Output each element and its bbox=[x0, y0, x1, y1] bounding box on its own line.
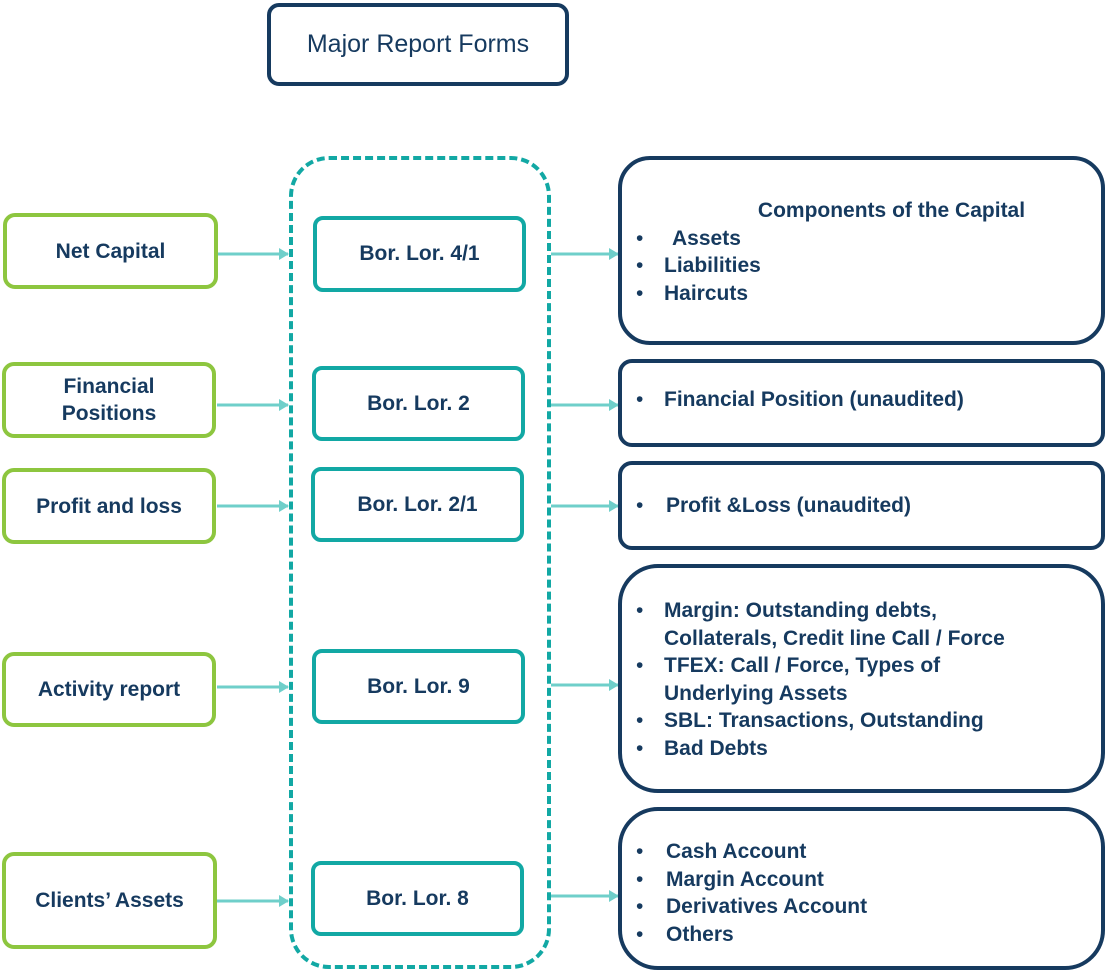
source-label: Profit and loss bbox=[36, 494, 182, 518]
detail-item: SBL: Transactions, Outstanding bbox=[622, 707, 1042, 735]
source-label: Clients’ Assets bbox=[35, 889, 184, 912]
detail-item: TFEX: Call / Force, Types of Underlying … bbox=[622, 652, 994, 707]
source-box-net-capital: Net Capital bbox=[3, 213, 218, 289]
report-forms-group-frame bbox=[289, 156, 551, 969]
detail-item: Cash Account bbox=[622, 838, 1101, 866]
source-box-clients-assets: Clients’ Assets bbox=[2, 852, 217, 949]
diagram-title: Major Report Forms bbox=[267, 3, 569, 86]
form-label: Bor. Lor. 4/1 bbox=[359, 242, 480, 265]
detail-box-profit-loss: Profit &Loss (unaudited) bbox=[618, 461, 1105, 550]
form-box-bor-lor-9: Bor. Lor. 9 bbox=[312, 649, 525, 724]
detail-item: Margin Account bbox=[622, 866, 1101, 894]
source-label: Net Capital bbox=[55, 239, 166, 263]
form-box-bor-lor-8: Bor. Lor. 8 bbox=[311, 861, 524, 936]
source-box-financial-positions: Financial Positions bbox=[2, 362, 216, 438]
detail-item: Profit &Loss (unaudited) bbox=[622, 492, 1101, 520]
detail-box-capital-components: Components of the Capital Assets Liabili… bbox=[618, 156, 1105, 345]
detail-item: Liabilities bbox=[622, 252, 1101, 280]
source-label: Financial Positions bbox=[61, 375, 157, 425]
form-label: Bor. Lor. 2/1 bbox=[357, 492, 478, 516]
detail-box-activity-report: Margin: Outstanding debts, Collaterals, … bbox=[618, 564, 1105, 793]
form-box-bor-lor-2: Bor. Lor. 2 bbox=[312, 366, 525, 441]
detail-item: Margin: Outstanding debts, Collaterals, … bbox=[622, 597, 1042, 652]
form-label: Bor. Lor. 2 bbox=[367, 391, 470, 415]
detail-item: Assets bbox=[622, 225, 1101, 253]
source-box-profit-and-loss: Profit and loss bbox=[2, 468, 216, 544]
detail-item: Derivatives Account bbox=[622, 893, 1101, 921]
detail-box-clients-assets: Cash Account Margin Account Derivatives … bbox=[618, 807, 1105, 970]
form-box-bor-lor-2-1: Bor. Lor. 2/1 bbox=[311, 467, 524, 542]
form-box-bor-lor-4-1: Bor. Lor. 4/1 bbox=[313, 216, 526, 292]
form-label: Bor. Lor. 8 bbox=[366, 886, 469, 910]
detail-box-financial-position: Financial Position (unaudited) bbox=[618, 359, 1105, 447]
detail-list: Profit &Loss (unaudited) bbox=[622, 492, 1101, 520]
detail-list: Financial Position (unaudited) bbox=[622, 386, 1101, 414]
detail-list: Assets Liabilities Haircuts bbox=[622, 225, 1101, 308]
detail-item: Bad Debts bbox=[622, 735, 1042, 763]
detail-item: Others bbox=[622, 921, 1101, 949]
source-label: Activity report bbox=[37, 678, 181, 701]
detail-list: Cash Account Margin Account Derivatives … bbox=[622, 838, 1101, 948]
detail-item: Financial Position (unaudited) bbox=[622, 386, 1101, 414]
form-label: Bor. Lor. 9 bbox=[367, 674, 470, 698]
detail-heading: Components of the Capital bbox=[757, 199, 1026, 222]
detail-item: Haircuts bbox=[622, 280, 1101, 308]
detail-list: Margin: Outstanding debts, Collaterals, … bbox=[622, 597, 1042, 762]
source-box-activity-report: Activity report bbox=[2, 652, 216, 727]
